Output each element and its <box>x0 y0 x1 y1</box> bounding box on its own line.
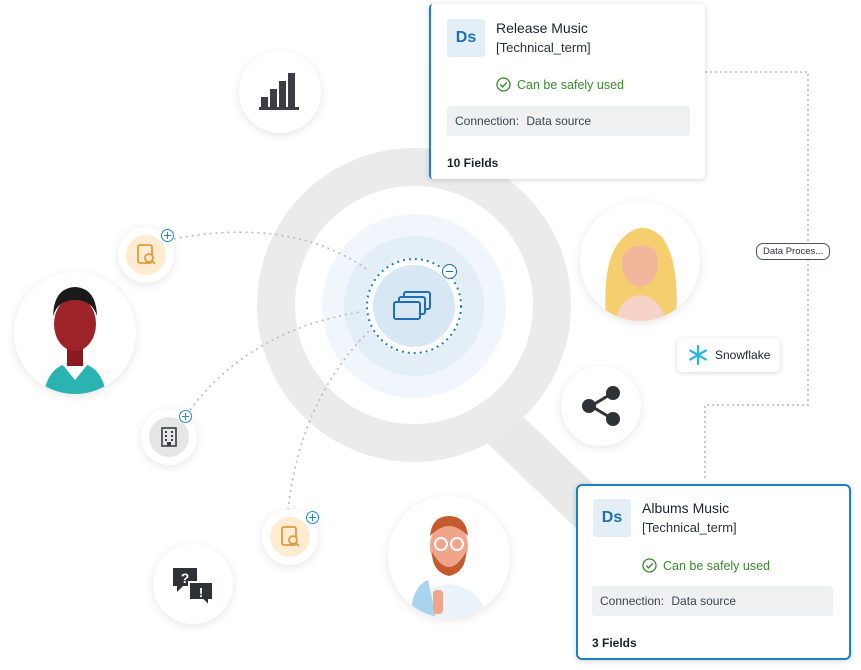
dataset-badge: Ds <box>447 19 485 57</box>
check-circle-icon <box>642 558 657 573</box>
building-icon <box>161 427 177 447</box>
status-text: Can be safely used <box>663 558 771 573</box>
fields-count: 10 Fields <box>447 156 499 170</box>
add-icon[interactable] <box>161 229 174 242</box>
dataset-card-1[interactable]: Ds Release Music [Technical_term] Can be… <box>429 4 705 179</box>
document-search-node-2[interactable] <box>262 509 318 565</box>
card-subtitle: [Technical_term] <box>642 520 737 535</box>
status-text: Can be safely used <box>517 77 625 92</box>
share-node[interactable] <box>561 366 641 446</box>
chat-node[interactable]: ? ! <box>153 544 233 624</box>
dataset-card-2[interactable]: Ds Albums Music [Technical_term] Can be … <box>576 484 851 660</box>
document-search-icon <box>281 526 300 547</box>
check-circle-icon <box>496 77 511 92</box>
fields-count: 3 Fields <box>592 636 637 650</box>
status-indicator: Can be safely used <box>496 77 624 92</box>
document-search-node-1[interactable] <box>118 227 174 283</box>
data-process-tag[interactable]: Data Proces... <box>756 243 831 260</box>
connection-label: Connection: <box>600 594 665 608</box>
card-title[interactable]: Release Music <box>496 20 588 36</box>
share-icon <box>582 386 620 426</box>
connection-value: Data source <box>526 114 592 128</box>
dataset-badge: Ds <box>593 499 631 537</box>
avatar-person-1 <box>14 272 136 394</box>
card-subtitle: [Technical_term] <box>496 40 591 55</box>
document-search-icon <box>137 244 156 265</box>
connection-row[interactable]: Connection: Data source <box>592 586 833 616</box>
avatar-person-2 <box>580 201 700 321</box>
connection-row[interactable]: Connection: Data source <box>447 106 690 136</box>
avatar-person-3 <box>388 496 510 618</box>
question-alert-chat-icon: ? ! <box>173 568 214 609</box>
svg-text:?: ? <box>181 570 190 586</box>
status-indicator: Can be safely used <box>642 558 770 573</box>
snowflake-badge[interactable]: Snowflake <box>677 338 781 372</box>
chart-node[interactable] <box>239 51 321 133</box>
add-icon[interactable] <box>306 511 319 524</box>
snowflake-icon <box>689 344 707 366</box>
bar-chart-icon <box>259 73 299 110</box>
collapse-icon[interactable] <box>442 264 457 279</box>
connection-value: Data source <box>671 594 737 608</box>
card-title[interactable]: Albums Music <box>642 500 730 516</box>
snowflake-label: Snowflake <box>715 348 771 362</box>
stacked-cards-icon[interactable] <box>392 288 436 324</box>
connection-label: Connection: <box>455 114 520 128</box>
add-icon[interactable] <box>179 410 192 423</box>
svg-text:!: ! <box>199 585 203 600</box>
